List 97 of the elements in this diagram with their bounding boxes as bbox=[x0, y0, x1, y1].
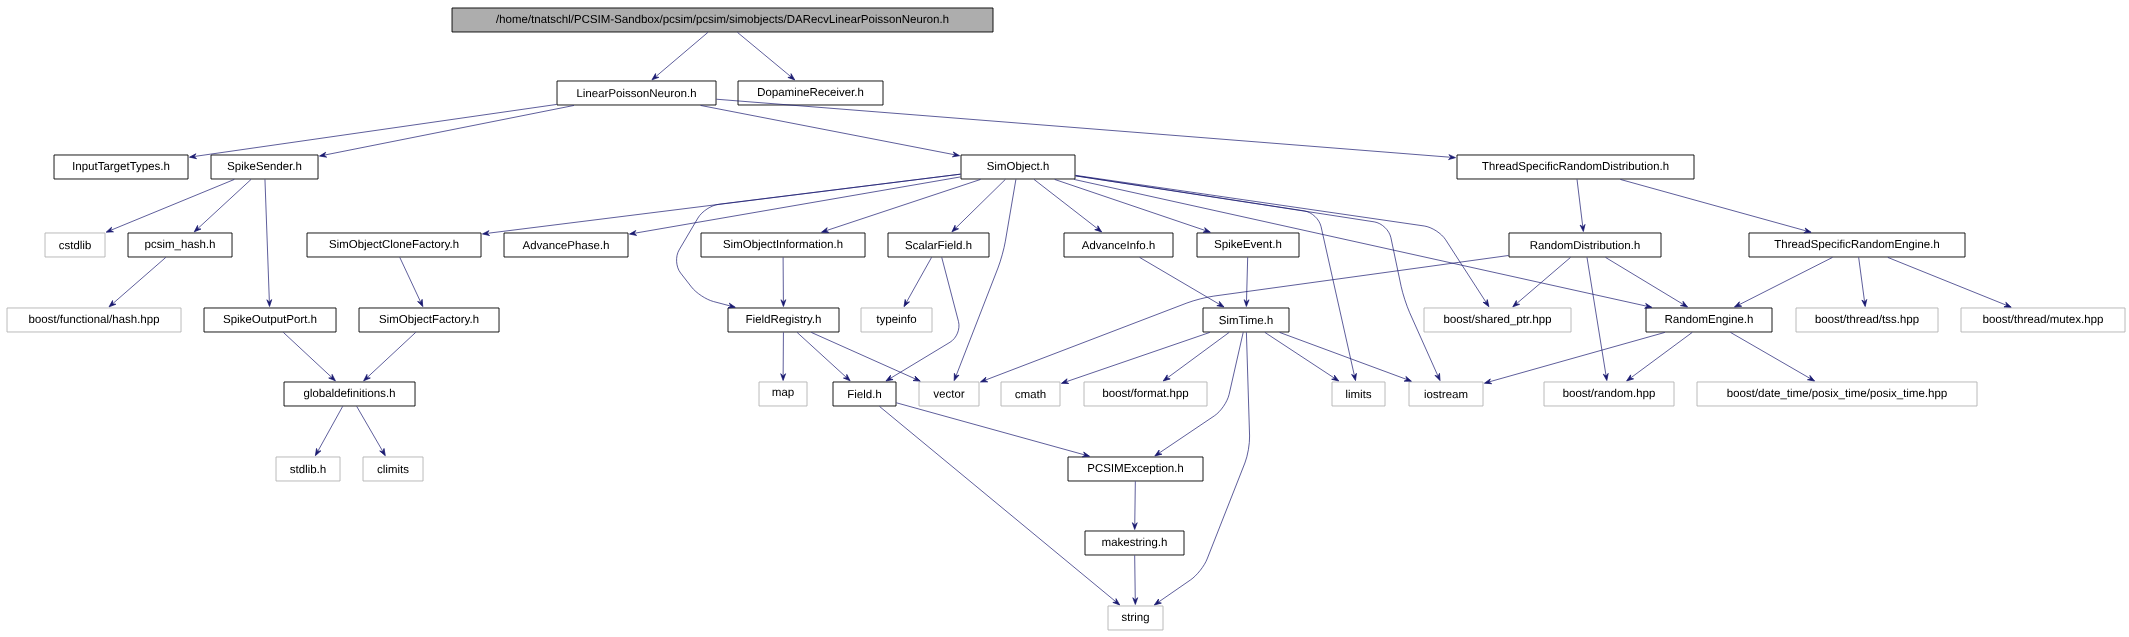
arrow bbox=[1061, 332, 1211, 384]
file-box: cstdlib bbox=[44, 232, 106, 258]
arrow bbox=[885, 257, 960, 382]
arrow bbox=[1264, 332, 1340, 382]
arrow bbox=[319, 105, 575, 158]
file-box: climits bbox=[362, 456, 424, 482]
file-box: boost/functional/hash.hpp bbox=[6, 307, 182, 333]
arrow bbox=[1626, 332, 1693, 382]
arrow bbox=[716, 98, 1456, 160]
file-box: ThreadSpecificRandomDistribution.h bbox=[1456, 154, 1695, 180]
arrow bbox=[1620, 179, 1812, 234]
arrow bbox=[953, 179, 1017, 381]
file-box: cmath bbox=[1000, 381, 1061, 407]
file-box: AdvancePhase.h bbox=[503, 232, 629, 258]
arrow bbox=[1887, 257, 2012, 308]
arrow bbox=[315, 406, 343, 456]
arrow bbox=[1730, 332, 1815, 382]
arrow bbox=[896, 402, 1090, 458]
file-box: ScalarField.h bbox=[887, 232, 990, 258]
arrow bbox=[651, 32, 709, 81]
file-box: limits bbox=[1331, 381, 1386, 407]
arrow bbox=[780, 332, 786, 381]
file-box: SimObjectFactory.h bbox=[358, 307, 500, 333]
file-box: FieldRegistry.h bbox=[727, 307, 840, 333]
file-box: boost/thread/mutex.hpp bbox=[1960, 307, 2126, 333]
file-box: LinearPoissonNeuron.h bbox=[556, 80, 717, 106]
file-box: pcsim_hash.h bbox=[127, 232, 233, 258]
arrow bbox=[1605, 257, 1688, 308]
file-box: DopamineReceiver.h bbox=[737, 80, 884, 106]
arrow bbox=[676, 173, 961, 309]
arrow bbox=[1154, 332, 1250, 606]
arrow bbox=[1131, 481, 1138, 530]
arrow bbox=[1154, 332, 1244, 457]
arrow bbox=[700, 105, 960, 158]
arrow bbox=[1512, 257, 1571, 308]
arrow bbox=[1033, 179, 1102, 233]
file-box: SpikeSender.h bbox=[210, 154, 319, 180]
arrow bbox=[399, 257, 424, 307]
arrow bbox=[879, 406, 1121, 606]
file-box: string bbox=[1107, 605, 1164, 631]
file-box: boost/format.hpp bbox=[1083, 381, 1208, 407]
file-box: Field.h bbox=[832, 381, 897, 407]
file-box: makestring.h bbox=[1084, 530, 1185, 556]
arrow bbox=[189, 104, 557, 159]
file-box: PCSIMException.h bbox=[1067, 456, 1204, 482]
arrow bbox=[1586, 257, 1609, 381]
file-box: typeinfo bbox=[860, 307, 933, 333]
file-box: boost/random.hpp bbox=[1543, 381, 1675, 407]
arrow bbox=[264, 179, 273, 307]
file-box: SpikeOutputPort.h bbox=[203, 307, 337, 333]
arrow bbox=[1162, 332, 1230, 382]
arrow bbox=[903, 257, 932, 307]
arrow bbox=[105, 179, 235, 233]
file-box: RandomDistribution.h bbox=[1508, 232, 1662, 258]
arrow bbox=[283, 332, 336, 382]
arrow bbox=[108, 257, 167, 308]
file-box: SimObjectInformation.h bbox=[700, 232, 866, 258]
arrow bbox=[356, 406, 386, 456]
arrow bbox=[1576, 179, 1586, 232]
file-box: InputTargetTypes.h bbox=[53, 154, 189, 180]
arrow bbox=[811, 332, 921, 382]
file-box: boost/date_time/posix_time/posix_time.hpp bbox=[1696, 381, 1978, 407]
arrow bbox=[1139, 257, 1225, 308]
file-box: ThreadSpecificRandomEngine.h bbox=[1748, 232, 1966, 258]
file-box: SimObjectCloneFactory.h bbox=[306, 232, 482, 258]
arrow bbox=[780, 257, 787, 307]
arrow bbox=[1279, 332, 1412, 382]
arrow bbox=[980, 255, 1509, 383]
arrow bbox=[1132, 555, 1139, 605]
arrow bbox=[1734, 257, 1833, 308]
file-box: AdvanceInfo.h bbox=[1063, 232, 1174, 258]
arrow bbox=[737, 32, 796, 81]
arrow bbox=[821, 179, 981, 233]
file-box: vector bbox=[918, 381, 980, 407]
arrow bbox=[951, 179, 1006, 233]
arrow bbox=[363, 332, 416, 382]
arrow bbox=[1075, 175, 1441, 381]
arrow bbox=[1075, 175, 1490, 308]
file-box: boost/thread/tss.hpp bbox=[1795, 307, 1939, 333]
arrow bbox=[1073, 179, 1653, 309]
arrow bbox=[1054, 179, 1211, 233]
file-box: /home/tnatschl/PCSIM-Sandbox/pcsim/pcsim/simobjects/DARecvLinearPoissonNeuron.h bbox=[451, 7, 994, 33]
file-box: iostream bbox=[1408, 381, 1484, 407]
file-box: stdlib.h bbox=[275, 456, 341, 482]
file-box: SimObject.h bbox=[960, 154, 1076, 180]
file-box: map bbox=[758, 381, 808, 407]
file-box: SimTime.h bbox=[1202, 307, 1290, 333]
arrow bbox=[629, 176, 961, 236]
file-box: RandomEngine.h bbox=[1645, 307, 1773, 333]
arrow bbox=[796, 332, 851, 382]
arrow bbox=[1243, 257, 1250, 307]
file-box: globaldefinitions.h bbox=[283, 381, 416, 407]
arrow bbox=[193, 179, 252, 233]
file-box: SpikeEvent.h bbox=[1196, 232, 1300, 258]
arrow bbox=[1858, 257, 1868, 307]
arrow bbox=[1484, 332, 1666, 385]
file-box: boost/shared_ptr.hpp bbox=[1423, 307, 1572, 333]
